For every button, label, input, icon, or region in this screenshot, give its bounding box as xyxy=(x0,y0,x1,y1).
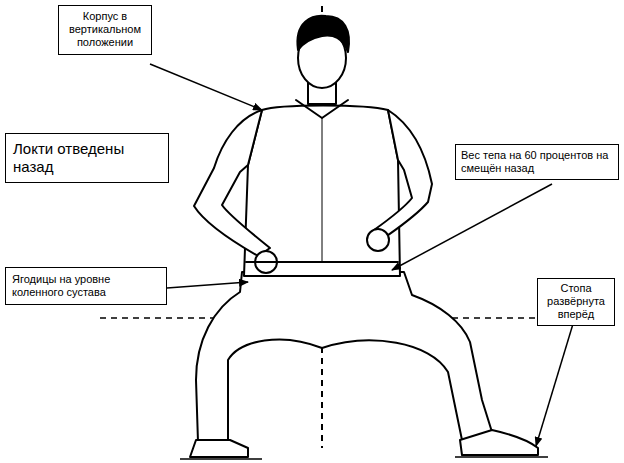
callout-box: Локти отведены назад xyxy=(5,133,169,183)
callout-box: Корпус в вертикальном положении xyxy=(58,5,152,55)
leader-arrow xyxy=(150,64,262,110)
leader-arrow xyxy=(167,282,248,288)
ground-line xyxy=(180,457,548,459)
leader-arrow xyxy=(536,314,576,446)
callout-box: Ягодицы на уровне коленного сустава xyxy=(5,267,167,305)
man-figure xyxy=(190,16,538,457)
callout-box: Стопа развёрнута вперёд xyxy=(537,278,615,326)
callout-text: Стопа развёрнута вперёд xyxy=(542,282,610,322)
callout-text: Локти отведены назад xyxy=(13,140,161,176)
callout-text: Вес тепа на 60 процентов на смещён назад xyxy=(461,149,613,175)
callout-text: Корпус в вертикальном положении xyxy=(64,10,146,50)
callout-box: Вес тепа на 60 процентов на смещён назад xyxy=(455,144,619,180)
callout-text: Ягодицы на уровне коленного сустава xyxy=(12,273,160,299)
leader-arrow xyxy=(392,184,552,270)
